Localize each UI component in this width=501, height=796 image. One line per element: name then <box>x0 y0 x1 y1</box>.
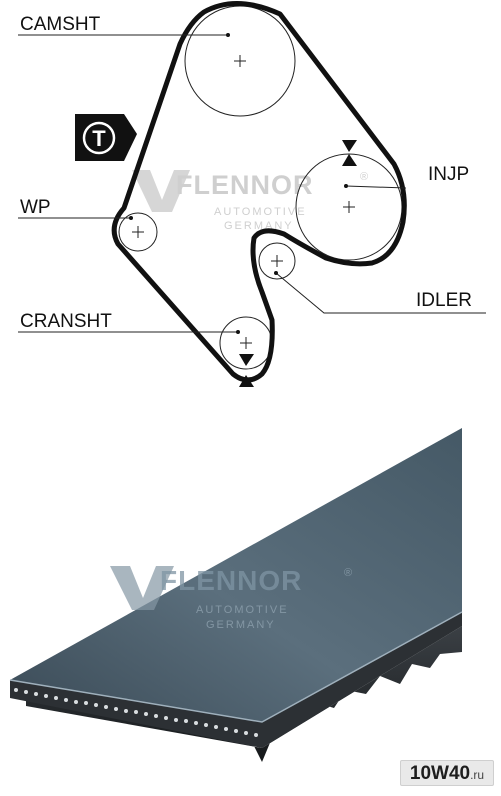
camshaft-pulley <box>184 5 296 117</box>
belt-rim <box>9 611 463 723</box>
belt-routing-diagram: FLENNOR ® AUTOMOTIVE GERMANY <box>18 1 486 387</box>
label-leaders <box>18 34 486 333</box>
watermark-top: FLENNOR ® AUTOMOTIVE GERMANY <box>132 170 370 232</box>
belt-cords <box>14 688 258 737</box>
crank-timing-mark-icon <box>239 354 254 387</box>
belt-product-image: FLENNOR ® AUTOMOTIVE GERMANY <box>9 428 463 762</box>
timing-belt-path <box>111 1 407 383</box>
watermark-line2: GERMANY <box>206 619 276 631</box>
water-pump-label: WP <box>20 197 51 218</box>
watermark-belt: FLENNOR ® AUTOMOTIVE GERMANY <box>110 565 354 631</box>
injection-pump-label: INJP <box>428 164 469 185</box>
tensioner-letter: T <box>92 126 106 151</box>
watermark-brand: FLENNOR <box>176 170 314 200</box>
tensioner-icon: T <box>75 114 137 161</box>
site-logo-part2: W40 <box>431 763 471 784</box>
site-logo-badge: 10W40.ru <box>400 760 494 786</box>
camshaft-label: CAMSHT <box>20 14 101 35</box>
idler-pulley <box>258 242 296 280</box>
watermark-line1: AUTOMOTIVE <box>214 206 307 218</box>
leader-dots <box>129 33 348 334</box>
injp-timing-mark-icon <box>342 140 357 166</box>
watermark-brand: FLENNOR <box>160 565 302 596</box>
site-logo-part3: .ru <box>470 768 485 782</box>
crankshaft-label: CRANSHT <box>20 311 112 332</box>
belt-side-edge <box>10 612 462 748</box>
belt-top-surface <box>10 428 462 722</box>
flennor-logo-icon <box>132 170 190 212</box>
watermark-line2: GERMANY <box>224 220 294 232</box>
idler-label: IDLER <box>416 290 472 311</box>
water-pump-pulley <box>118 212 158 252</box>
watermark-line1: AUTOMOTIVE <box>196 604 289 616</box>
flennor-logo-icon <box>110 566 174 610</box>
site-logo-part1: 10 <box>409 763 432 784</box>
watermark-registered: ® <box>344 567 354 579</box>
watermark-registered: ® <box>360 171 370 183</box>
